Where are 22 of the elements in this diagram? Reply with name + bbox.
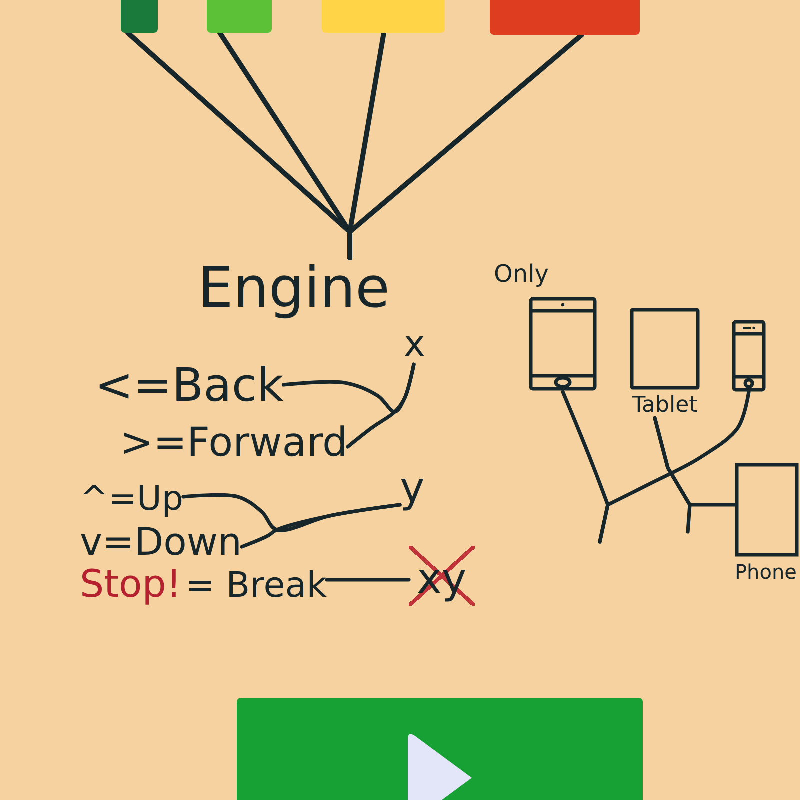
color-block — [207, 0, 272, 33]
handwritten-text: = Break — [186, 567, 327, 606]
connector-line — [653, 416, 737, 507]
heading-text: Engine — [198, 258, 390, 320]
device-label: Tablet — [632, 394, 698, 418]
connector-line — [240, 503, 402, 549]
color-block — [490, 0, 640, 35]
connector-line — [348, 32, 584, 260]
handwritten-text: Stop! — [80, 564, 182, 606]
handwritten-text: >=Forward — [120, 421, 348, 465]
connector-line — [598, 390, 751, 544]
connector-line — [346, 362, 416, 449]
color-block — [322, 0, 445, 33]
variable-letter: x — [404, 325, 426, 365]
handwritten-text: ^=Up — [80, 481, 184, 518]
device-label: Phone — [735, 561, 797, 583]
connector-line — [325, 578, 411, 582]
color-block — [121, 0, 158, 33]
variable-letter: y — [400, 465, 425, 512]
handwritten-text: <=Back — [95, 360, 284, 411]
handwritten-text: v=Down — [80, 522, 242, 564]
note-text: Only — [494, 261, 549, 288]
